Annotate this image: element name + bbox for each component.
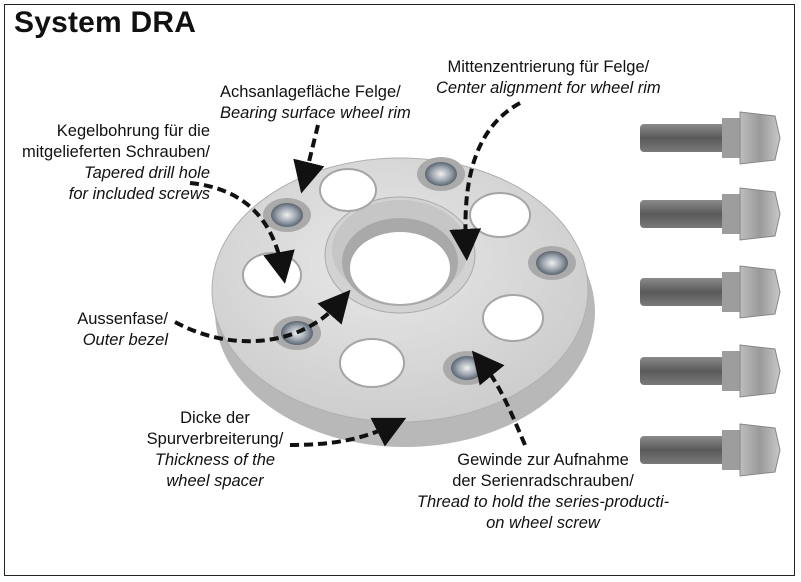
bolt-icon [640,187,781,241]
label-bearing: Achsanlagefläche Felge/ Bearing surface … [220,82,411,124]
bolt-icon [640,423,781,477]
label-thread-en2: on wheel screw [486,514,600,532]
label-thread: Gewinde zur Aufnahme der Serienradschrau… [398,450,688,534]
label-center-en: Center alignment for wheel rim [436,79,661,97]
label-tapered-en2: for included screws [68,185,210,203]
label-thickness-de2: Spurverbreiterung/ [146,430,284,448]
wheel-spacer [211,157,595,447]
arrow-bezel [174,289,351,344]
bolt-icon [640,265,781,319]
label-thread-en1: Thread to hold the series-producti- [416,493,670,511]
label-thickness-de1: Dicke der [180,409,250,427]
label-tapered-de2: mitgelieferten Schrauben/ [21,143,210,161]
label-bezel-en: Outer bezel [82,331,168,349]
label-thread-de2: der Serienradschrauben/ [452,472,634,490]
label-center: Mittenzentrierung für Felge/ Center alig… [436,57,661,99]
label-bearing-de: Achsanlagefläche Felge/ [220,83,401,101]
label-tapered-de1: Kegelbohrung für die [56,122,210,140]
label-bezel: Aussenfase/ Outer bezel [60,309,168,351]
label-bezel-de: Aussenfase/ [77,310,168,328]
arrow-thread [471,350,527,446]
bolt-icon [640,344,781,398]
arrow-tapered [189,181,295,284]
label-thread-de1: Gewinde zur Aufnahme [457,451,629,469]
arrow-center [449,101,521,261]
label-tapered: Kegelbohrung für die mitgelieferten Schr… [20,121,210,205]
wheel-bolts [640,111,781,477]
label-thickness-en1: Thickness of the [154,451,276,469]
label-thickness: Dicke der Spurverbreiterung/ Thickness o… [135,408,295,492]
label-tapered-en1: Tapered drill hole [84,164,210,182]
label-center-de: Mittenzentrierung für Felge/ [447,58,650,76]
label-thickness-en2: wheel spacer [166,472,264,490]
bolt-icon [640,111,781,165]
label-bearing-en: Bearing surface wheel rim [220,104,411,122]
diagram-title: System DRA [14,6,197,39]
arrow-bearing [293,124,325,194]
